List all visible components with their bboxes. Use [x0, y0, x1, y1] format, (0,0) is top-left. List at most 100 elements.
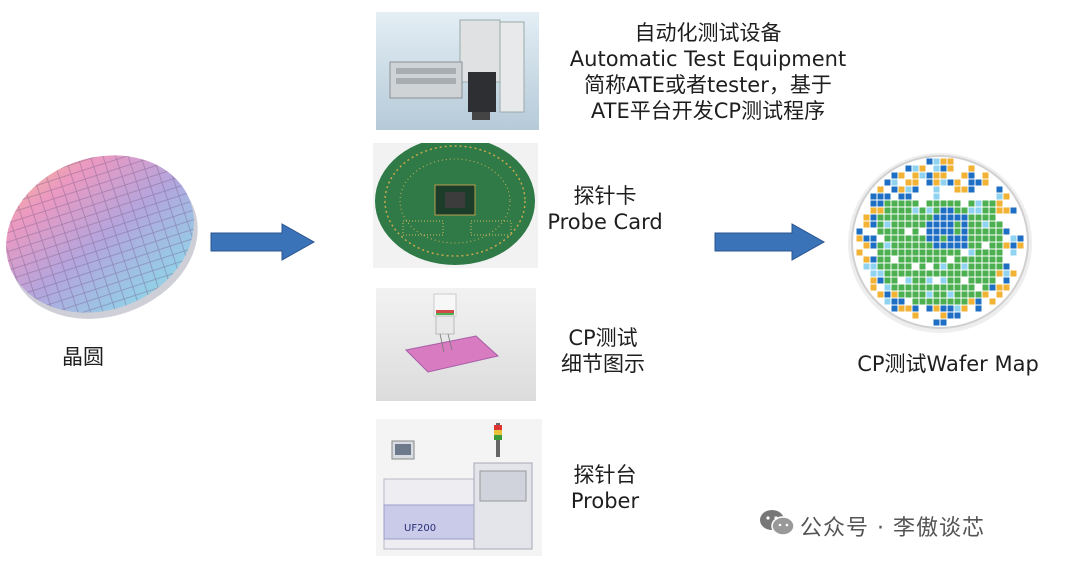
- wafer-map-cell: [905, 235, 912, 242]
- wafer-map-cell: [926, 305, 933, 312]
- wafer-map-cell: [898, 172, 905, 179]
- cp-detail-photo: [376, 288, 536, 401]
- wafer-map-cell: [912, 235, 919, 242]
- wafer-map-cell: [1010, 235, 1017, 242]
- wafer-map-cell: [898, 291, 905, 298]
- wafer-map-cell: [954, 242, 961, 249]
- wafer-map-cell: [989, 256, 996, 263]
- wafer-map-cell: [891, 179, 898, 186]
- wafer-map-cell: [933, 179, 940, 186]
- wafer-map-cell: [947, 242, 954, 249]
- wafer-map-cell: [961, 221, 968, 228]
- wafer-map-cell: [989, 235, 996, 242]
- wafer-map-cell: [877, 207, 884, 214]
- wafer-map-cell: [947, 263, 954, 270]
- wafer-map-cell: [912, 270, 919, 277]
- wafer-map-cell: [1010, 270, 1017, 277]
- wafer-map-cell: [884, 298, 891, 305]
- wafer-map-cell: [905, 242, 912, 249]
- wafer-map-cell: [982, 221, 989, 228]
- wafer-map-cell: [870, 193, 877, 200]
- wafer-map-cell: [870, 235, 877, 242]
- wafer-map-cell: [968, 263, 975, 270]
- wafer-map-cell: [989, 277, 996, 284]
- wafer-map-cell: [975, 277, 982, 284]
- wafer-map-cell: [919, 284, 926, 291]
- wafer-map-cell: [954, 277, 961, 284]
- wafer-map-cell: [926, 179, 933, 186]
- wafer-map-cell: [947, 165, 954, 172]
- wafer-map-cell: [877, 221, 884, 228]
- wafer-map-cell: [1010, 249, 1017, 256]
- wafer-map-cell: [989, 214, 996, 221]
- wafer-map-cell: [912, 172, 919, 179]
- wafer-map-cell: [863, 242, 870, 249]
- wafer-map-cell: [954, 298, 961, 305]
- wafer-map-cell: [891, 228, 898, 235]
- wafer-map-cell: [905, 270, 912, 277]
- wafer-map-cell: [919, 256, 926, 263]
- wafer-map-cell: [940, 165, 947, 172]
- wafer-map-cell: [891, 305, 898, 312]
- wafer-map-cell: [898, 284, 905, 291]
- wafer-map-cell: [912, 186, 919, 193]
- wafer-map-cell: [982, 270, 989, 277]
- wafer-map-cell: [905, 256, 912, 263]
- wafer-map-cell: [884, 263, 891, 270]
- wafer-map-cell: [933, 263, 940, 270]
- wafer-map-cell: [968, 165, 975, 172]
- wafer-map-cell: [919, 249, 926, 256]
- wafer-map-cell: [996, 249, 1003, 256]
- wafer-map-cell: [982, 214, 989, 221]
- wafer-map-cell: [933, 228, 940, 235]
- wafer-map-cell: [975, 291, 982, 298]
- wafer-map-cell: [884, 270, 891, 277]
- cp-detail-caption-line-1: CP测试: [568, 326, 638, 350]
- wafer-map-cell: [884, 291, 891, 298]
- wafer-map-cell: [933, 214, 940, 221]
- wechat-icon: [758, 508, 796, 542]
- wafer-map-cell: [919, 172, 926, 179]
- wafer-map-cell: [884, 249, 891, 256]
- wafer-map-cell: [933, 165, 940, 172]
- wafer-map-cell: [933, 200, 940, 207]
- wafer-map-cell: [1010, 207, 1017, 214]
- wafer-map-cell: [968, 242, 975, 249]
- wafer-map-cell: [968, 221, 975, 228]
- wafer-map-cell: [919, 214, 926, 221]
- wafer-map-cell: [905, 263, 912, 270]
- wafer-map-cell: [933, 221, 940, 228]
- wafer-map-cell: [954, 270, 961, 277]
- wafer-map-cell: [947, 291, 954, 298]
- ate-caption-line-4: ATE平台开发CP测试程序: [590, 99, 826, 123]
- wafer-map-cell: [1017, 235, 1024, 242]
- wafer-map-cell: [891, 186, 898, 193]
- wafer-map-cell: [996, 200, 1003, 207]
- wafer-map-cell: [947, 214, 954, 221]
- wafer-map-cell: [996, 228, 1003, 235]
- wafer-map-cell: [912, 312, 919, 319]
- wafer-map-cell: [877, 291, 884, 298]
- wafer-map-cell: [877, 249, 884, 256]
- wafer-map-cell: [954, 186, 961, 193]
- wafer-map-cell: [912, 200, 919, 207]
- wafer-map-cell: [947, 235, 954, 242]
- wafer-map-cell: [961, 291, 968, 298]
- wafer-map-cell: [905, 284, 912, 291]
- wafer-map-cell: [1003, 277, 1010, 284]
- wafer-map-cell: [912, 165, 919, 172]
- wafer-map-cell: [975, 228, 982, 235]
- wafer-map-cell: [926, 221, 933, 228]
- wafer-map-cell: [926, 298, 933, 305]
- wafer-map-cell: [954, 284, 961, 291]
- wafer-map-cell: [863, 214, 870, 221]
- wafer-map-cell: [954, 207, 961, 214]
- wafer-map-cell: [989, 242, 996, 249]
- wafer-map-cell: [989, 221, 996, 228]
- wafer-map-cell: [912, 298, 919, 305]
- wafer-map-cell: [898, 270, 905, 277]
- arrow-right-icon: [210, 222, 316, 262]
- wafer-map-cell: [863, 221, 870, 228]
- wafer-map-cell: [996, 256, 1003, 263]
- wafer-map-cell: [954, 228, 961, 235]
